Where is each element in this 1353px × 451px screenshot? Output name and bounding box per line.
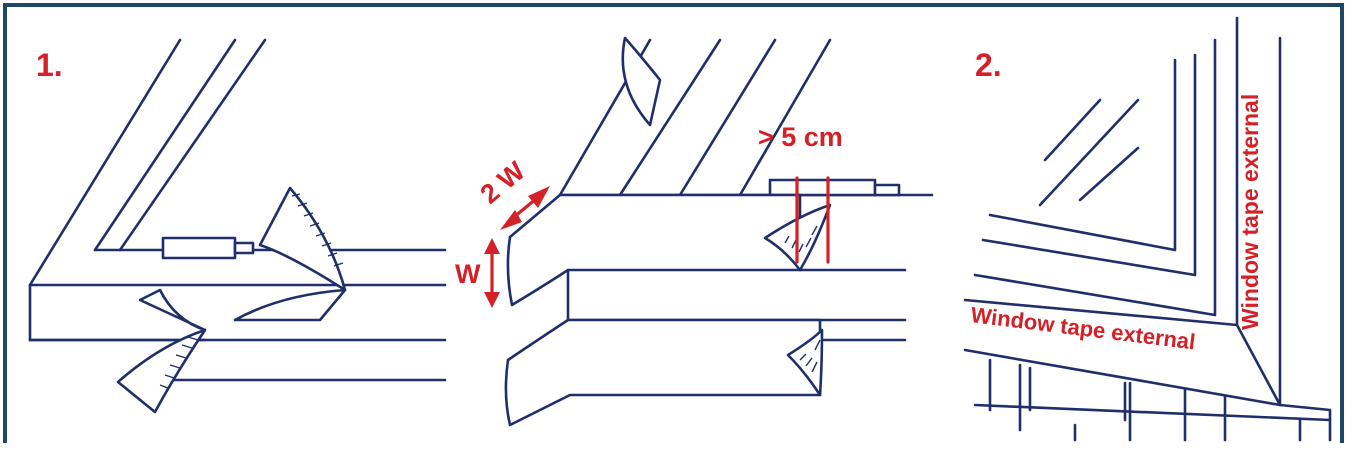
step-1-number: 1. xyxy=(36,47,63,83)
width-label: W xyxy=(455,259,481,289)
panel-middle-tape-overlap xyxy=(484,36,934,427)
panel-1-window-corner xyxy=(28,38,447,414)
tape-label-side: Window tape external xyxy=(1237,94,1263,330)
double-width-label: 2 W xyxy=(475,155,531,209)
panel-2-finished-window xyxy=(963,16,1332,442)
overlap-dimension-label: > 5 cm xyxy=(758,122,843,152)
step-2-number: 2. xyxy=(975,47,1002,83)
diagram-frame xyxy=(3,3,1344,443)
